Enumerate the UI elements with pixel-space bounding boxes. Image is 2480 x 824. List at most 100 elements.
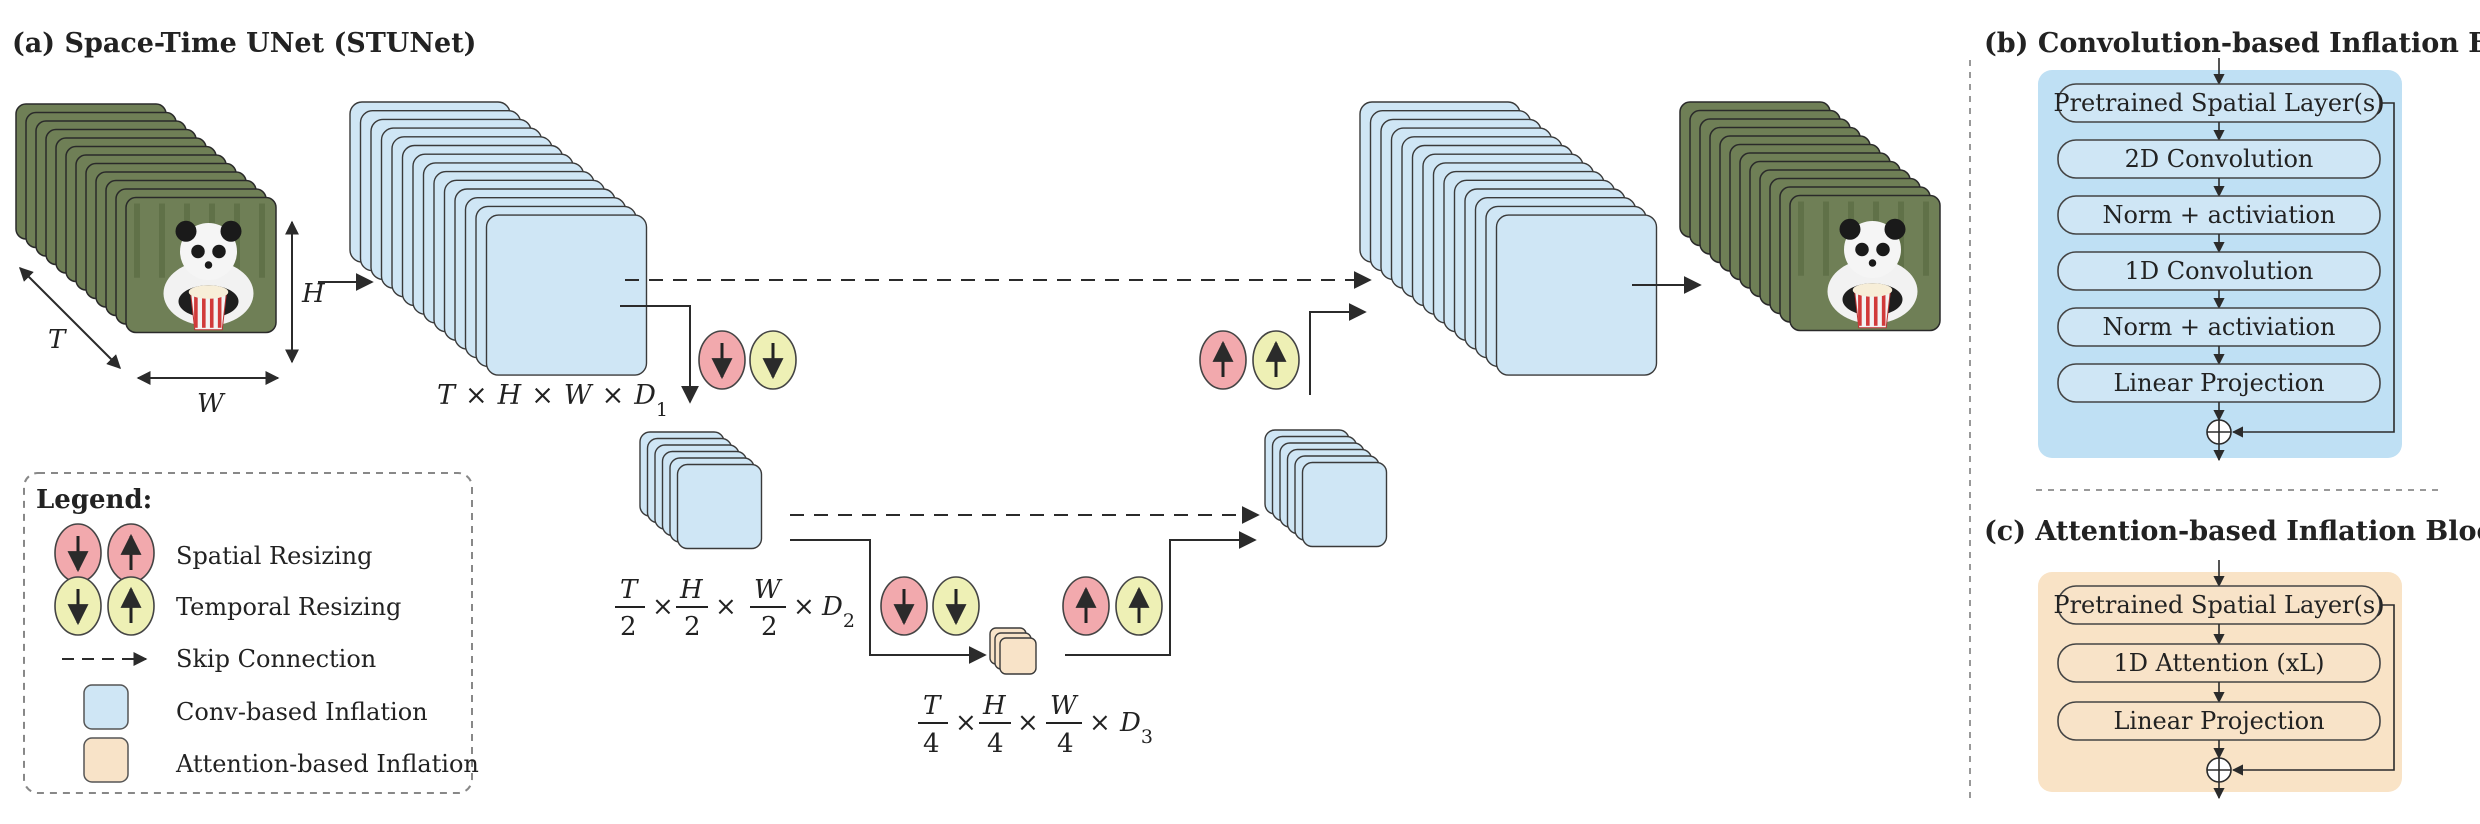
svg-text:×: × (955, 708, 977, 738)
decoder-level2-stack (1264, 429, 1388, 548)
legend-conv-label: Conv-based Inflation (176, 698, 428, 726)
panda-nose (204, 261, 213, 269)
foliage (234, 203, 240, 278)
svg-text:2: 2 (620, 612, 637, 642)
bucket-stripe (217, 294, 222, 328)
panda-ear (220, 220, 242, 242)
bucket-stripe (202, 294, 206, 328)
svg-text:H: H (679, 575, 704, 605)
down-path-1 (620, 305, 699, 404)
svg-text:W: W (754, 575, 783, 605)
svg-text:×: × (1089, 708, 1111, 738)
up-path-2 (1309, 303, 1367, 395)
dim-label-level1: T×H×W×D1 (437, 380, 668, 421)
panda-ear (175, 220, 197, 242)
svg-text:×: × (652, 592, 674, 622)
svg-text:×: × (715, 592, 737, 622)
panda-eye (1876, 242, 1890, 257)
legend-temporal-up (107, 576, 155, 636)
bucket-stripe (1866, 292, 1870, 326)
axis-label-w: W (197, 389, 226, 419)
svg-text:4: 4 (923, 729, 940, 759)
attn-block-layers: Pretrained Spatial Layer(s) 1D Attention … (2053, 560, 2395, 800)
panda-eye (1855, 242, 1869, 257)
popcorn (1852, 283, 1893, 297)
foliage (1898, 201, 1904, 276)
input-video-stack (15, 103, 277, 334)
decoder-level1-frame (1495, 214, 1658, 376)
axis-label-t: T (48, 325, 67, 355)
conv-block-layer-label: Pretrained Spatial Layer(s) (2053, 89, 2384, 117)
svg-text:4: 4 (1057, 729, 1074, 759)
attn-block-layer-label: Linear Projection (2113, 707, 2324, 735)
encoder-level2-frame (676, 463, 763, 550)
svg-text:D2: D2 (821, 592, 855, 632)
svg-text:×: × (793, 592, 815, 622)
conv-block-layer-label: Norm + activiation (2103, 201, 2336, 229)
legend-attn-label: Attention-based Inflation (175, 750, 479, 778)
spatial-down-1 (698, 330, 746, 390)
svg-text:H: H (982, 691, 1007, 721)
bucket-stripe (1873, 292, 1878, 326)
encoder-level1-frame (485, 214, 648, 376)
temporal-up-2 (1115, 576, 1163, 636)
panel-c-title: (c) Attention-based Inflation Block (1984, 516, 2480, 547)
svg-text:T: T (620, 575, 639, 605)
legend-spatial-down (54, 523, 102, 583)
foliage (1823, 201, 1829, 276)
input-axes (19, 220, 299, 385)
conv-block-layer-label: Norm + activiation (2103, 313, 2336, 341)
bucket-stripe (1858, 292, 1862, 326)
axis-label-h: H (301, 279, 326, 309)
svg-text:4: 4 (987, 729, 1004, 759)
decoder-level1-stack (1359, 101, 1658, 376)
bottleneck-frame (999, 637, 1037, 675)
output-video-stack (1679, 101, 1941, 332)
conv-block-layers: Pretrained Spatial Layer(s) 2D Convolutio… (2053, 58, 2395, 462)
bucket-stripe (1881, 292, 1886, 326)
panda-eye (212, 244, 226, 259)
svg-text:T×H×W×D1: T×H×W×D1 (437, 380, 668, 421)
foliage (1923, 201, 1929, 276)
popcorn (188, 285, 229, 299)
panda-ear (1839, 218, 1861, 240)
spatial-up-1 (1199, 330, 1247, 390)
panel-b-title: (b) Convolution-based Inflation Block (1984, 28, 2480, 59)
encoder-level2-stack (639, 431, 763, 550)
foliage (159, 203, 165, 278)
legend-markers (54, 523, 155, 636)
attn-block-layer-label: Pretrained Spatial Layer(s) (2053, 591, 2384, 619)
legend-attn-swatch (83, 737, 129, 783)
encoder-level1-stack (349, 101, 648, 376)
bottleneck-stack (989, 627, 1037, 675)
svg-text:T: T (923, 691, 942, 721)
foliage (259, 203, 265, 278)
dim-label-level3: T 4 × H 4 × W 4 × D3 (918, 691, 1153, 759)
down-path-2 (790, 539, 987, 664)
conv-block-residual-arrow (2231, 102, 2395, 438)
panda-eye (191, 244, 205, 259)
temporal-down-2 (932, 576, 980, 636)
attn-block-layer-label: 1D Attention (xL) (2113, 649, 2324, 677)
bucket-stripe (209, 294, 214, 328)
decoder-level2-frame (1301, 461, 1388, 548)
legend-conv-swatch (83, 684, 129, 730)
foliage (134, 203, 140, 278)
temporal-up-1 (1252, 330, 1300, 390)
legend-skip-label: Skip Connection (176, 645, 376, 673)
legend-spatial-label: Spatial Resizing (176, 542, 372, 570)
spatial-down-2 (880, 576, 928, 636)
panda-ear (1884, 218, 1906, 240)
spatial-up-2 (1062, 576, 1110, 636)
conv-block-layer-label: 2D Convolution (2125, 145, 2314, 173)
svg-text:2: 2 (684, 612, 701, 642)
resizing-markers (698, 330, 1300, 636)
legend: Legend: Spatial Resizing Temporal Resizi… (23, 472, 479, 794)
legend-title: Legend: (36, 485, 152, 515)
legend-temporal-down (54, 576, 102, 636)
svg-text:2: 2 (761, 612, 778, 642)
legend-box (23, 472, 473, 794)
temporal-down-1 (749, 330, 797, 390)
svg-text:W: W (1050, 691, 1079, 721)
